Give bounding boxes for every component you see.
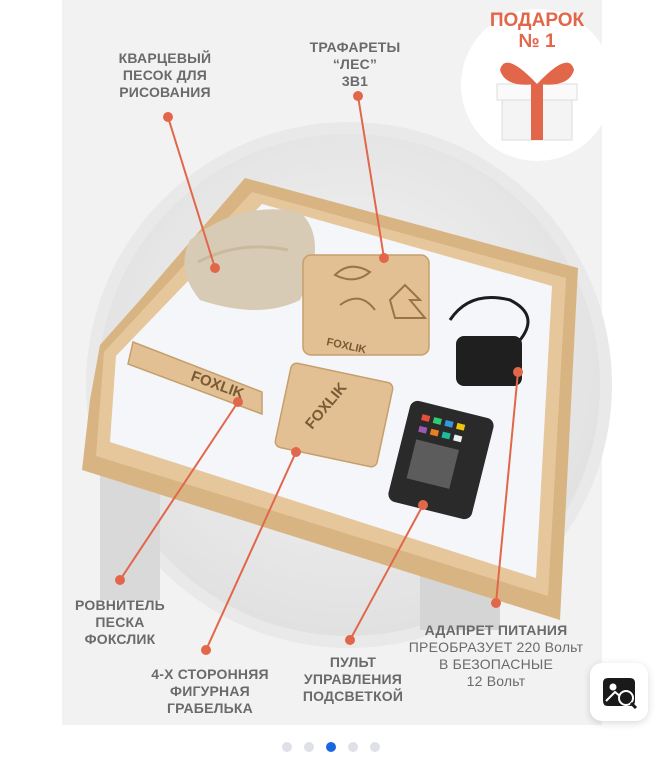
- label-sand-line2: ПЕСОК ДЛЯ: [122, 67, 208, 83]
- rake: [274, 362, 394, 468]
- label-sand: КВАРЦЕВЫЙ ПЕСОК ДЛЯ РИСОВАНИЯ: [100, 50, 230, 101]
- label-leveler-line1: РОВНИТЕЛЬ: [75, 597, 165, 613]
- gift-title-line2: № 1: [518, 31, 556, 52]
- label-remote: ПУЛЬТ УПРАВЛЕНИЯ ПОДСВЕТКОЙ: [290, 654, 416, 705]
- label-remote-line1: ПУЛЬТ: [329, 654, 377, 670]
- label-adapter: АДАПРЕТ ПИТАНИЯ ПРЕОБРАЗУЕТ 220 Вольт В …: [396, 622, 596, 690]
- label-leveler: РОВНИТЕЛЬ ПЕСКА ФОКСЛИК: [66, 597, 174, 648]
- label-sand-line3: РИСОВАНИЯ: [119, 84, 211, 100]
- carousel-dot-5[interactable]: [369, 742, 380, 752]
- label-stencils-line2: “ЛЕС”: [332, 56, 378, 72]
- power-adapter: [456, 336, 522, 386]
- label-adapter-title: АДАПРЕТ ПИТАНИЯ: [424, 622, 568, 638]
- visual-search-icon: [603, 678, 638, 709]
- label-rake-line1: 4-Х СТОРОННЯЯ: [151, 666, 269, 682]
- gift-box-icon: [496, 62, 578, 141]
- label-stencils-line1: ТРАФАРЕТЫ: [309, 39, 401, 55]
- label-rake-line2: ФИГУРНАЯ: [170, 683, 250, 699]
- remote-control: [388, 400, 494, 520]
- carousel-dot-3[interactable]: [325, 742, 336, 752]
- carousel-dot-4[interactable]: [347, 742, 358, 752]
- label-rake-line3: ГРАБЕЛЬКА: [167, 700, 253, 716]
- gift-title: ПОДАРОК № 1: [470, 10, 604, 52]
- carousel-indicator: [0, 742, 661, 752]
- adapter-cable: [448, 296, 530, 341]
- label-adapter-line1: ПРЕОБРАЗУЕТ 220 Вольт: [408, 639, 584, 655]
- label-leveler-line3: ФОКСЛИК: [84, 631, 156, 647]
- label-stencils: ТРАФАРЕТЫ “ЛЕС” 3В1: [292, 39, 418, 90]
- label-stencils-line3: 3В1: [341, 73, 369, 89]
- label-remote-line3: ПОДСВЕТКОЙ: [302, 688, 404, 704]
- label-sand-line1: КВАРЦЕВЫЙ: [118, 50, 212, 66]
- carousel-dot-1[interactable]: [281, 742, 292, 752]
- label-rake: 4-Х СТОРОННЯЯ ФИГУРНАЯ ГРАБЕЛЬКА: [140, 666, 280, 717]
- stencil-board: [302, 254, 430, 356]
- label-adapter-line3: 12 Вольт: [466, 673, 526, 689]
- carousel-dot-2[interactable]: [303, 742, 314, 752]
- sand-leveler: [127, 340, 263, 416]
- label-adapter-line2: В БЕЗОПАСНЫЕ: [438, 656, 554, 672]
- label-remote-line2: УПРАВЛЕНИЯ: [303, 671, 403, 687]
- sand-bag: [184, 209, 315, 310]
- gift-title-line1: ПОДАРОК: [489, 10, 585, 31]
- visual-search-button[interactable]: [590, 663, 648, 721]
- label-leveler-line2: ПЕСКА: [95, 614, 145, 630]
